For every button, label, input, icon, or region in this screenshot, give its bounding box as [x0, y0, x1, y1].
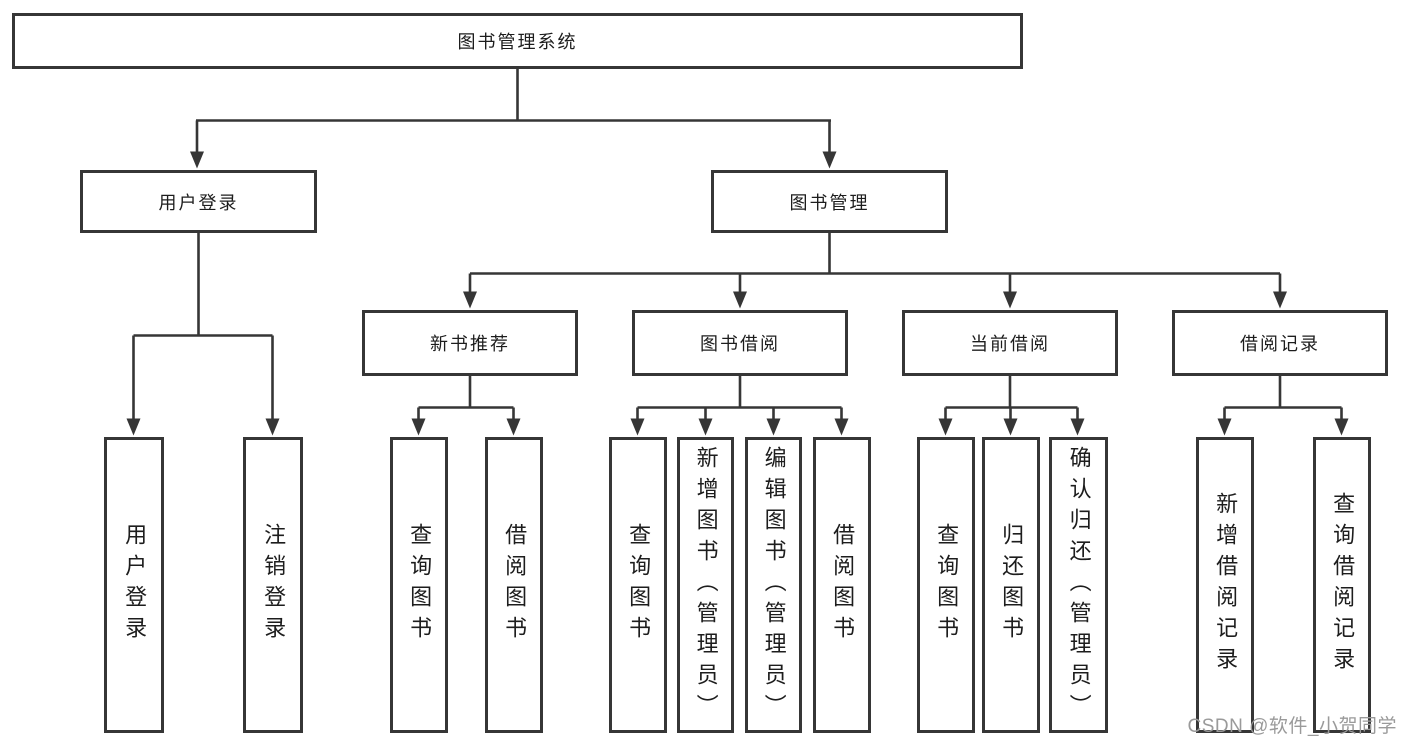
node-root-system: 图书管理系统 [12, 13, 1023, 69]
csdn-watermark: CSDN @软件_小贺同学 [1187, 716, 1397, 737]
leaf-return-books-label: 归还图书 [999, 523, 1025, 647]
node-root-label: 图书管理系统 [457, 32, 578, 52]
node-borrow-records: 借阅记录 [1172, 310, 1388, 376]
node-book-borrowing: 图书借阅 [632, 310, 848, 376]
leaf-return-books: 归还图书 [982, 437, 1040, 733]
leaf-user-login: 用户登录 [104, 437, 164, 733]
leaf-query-books-current-label: 查询图书 [934, 523, 960, 647]
leaf-add-books-admin-label: 新增图书（管理员） [693, 445, 719, 725]
leaf-user-login-label: 用户登录 [122, 523, 148, 647]
node-book-management-label: 图书管理 [789, 192, 870, 213]
leaf-confirm-return-admin: 确认归还（管理员） [1049, 437, 1108, 733]
leaf-borrow-books-recommend: 借阅图书 [485, 437, 543, 733]
leaf-add-books-admin: 新增图书（管理员） [677, 437, 734, 733]
node-book-management: 图书管理 [711, 170, 948, 233]
leaf-query-books-current: 查询图书 [917, 437, 975, 733]
leaf-edit-books-admin: 编辑图书（管理员） [745, 437, 802, 733]
leaf-query-borrow-record: 查询借阅记录 [1313, 437, 1371, 733]
leaf-borrow-books-borrowing-label: 借阅图书 [830, 523, 856, 647]
node-user-login: 用户登录 [80, 170, 317, 233]
node-current-borrowing-label: 当前借阅 [970, 334, 1050, 354]
leaf-borrow-books-recommend-label: 借阅图书 [502, 523, 528, 647]
leaf-query-books-recommend-label: 查询图书 [407, 523, 433, 647]
leaf-logout: 注销登录 [243, 437, 303, 733]
leaf-add-borrow-record-label: 新增借阅记录 [1213, 492, 1239, 678]
leaf-query-books-recommend: 查询图书 [390, 437, 448, 733]
leaf-logout-label: 注销登录 [261, 523, 287, 647]
leaf-borrow-books-borrowing: 借阅图书 [813, 437, 871, 733]
node-new-book-recommend-label: 新书推荐 [430, 334, 510, 354]
node-book-borrowing-label: 图书借阅 [700, 334, 780, 354]
leaf-query-borrow-record-label: 查询借阅记录 [1330, 492, 1356, 678]
node-new-book-recommend: 新书推荐 [362, 310, 578, 376]
leaf-confirm-return-admin-label: 确认归还（管理员） [1066, 445, 1092, 725]
leaf-add-borrow-record: 新增借阅记录 [1196, 437, 1254, 733]
node-current-borrowing: 当前借阅 [902, 310, 1118, 376]
leaf-query-books-borrowing: 查询图书 [609, 437, 667, 733]
node-borrow-records-label: 借阅记录 [1240, 334, 1320, 354]
leaf-edit-books-admin-label: 编辑图书（管理员） [761, 445, 787, 725]
node-user-login-label: 用户登录 [158, 192, 239, 213]
leaf-query-books-borrowing-label: 查询图书 [626, 523, 652, 647]
